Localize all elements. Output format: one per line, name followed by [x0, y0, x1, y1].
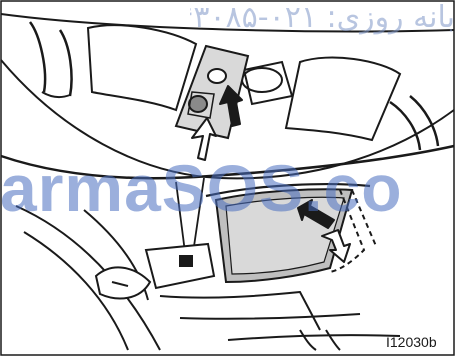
figure-code: I12030b	[386, 332, 454, 352]
top-watermark: بانه روزی: ۰۲۱-۸۸۸۴۳۰۸۵	[190, 0, 455, 40]
middle-watermark: armaSOS.co	[0, 150, 455, 230]
